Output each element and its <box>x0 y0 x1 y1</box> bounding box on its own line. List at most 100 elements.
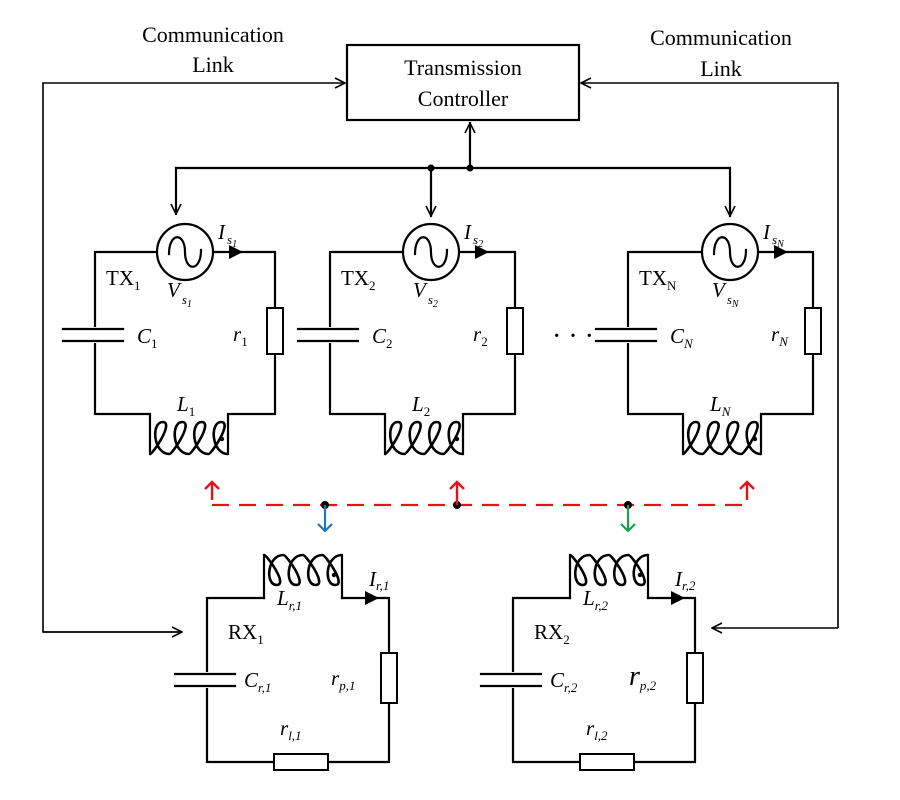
comm-link-right-wire <box>581 83 839 628</box>
capacitor-icon <box>61 327 125 343</box>
magnetic-coupling <box>204 480 755 533</box>
tx-wire-right <box>457 250 517 456</box>
resistor-label: r1 <box>233 322 248 349</box>
coupling-arrow-txn <box>739 480 755 500</box>
current-arrow-icon <box>365 591 379 605</box>
inductor-coil-icon <box>682 420 762 456</box>
rx-circuit-1: RX1 Lr,1 Ir,1Cr,1 rp,1 rl,1 <box>173 553 398 771</box>
sine-wave-icon <box>413 236 449 268</box>
receiver-load-label: rp,2 <box>629 661 657 693</box>
inductor-coil-icon <box>149 420 229 456</box>
tx-wire-left <box>626 250 704 456</box>
polarity-dot <box>454 436 460 442</box>
tx-name-label: TX2 <box>341 266 376 293</box>
capacitor-label: C2 <box>372 324 393 351</box>
inductor-label: L2 <box>411 392 430 419</box>
capacitor-gap <box>205 672 209 688</box>
receiver-inductor-label: Lr,1 <box>276 586 302 613</box>
rx-name-label: RX2 <box>534 620 570 647</box>
receiver-coil-icon <box>263 553 343 587</box>
current-arrow-icon <box>475 245 489 259</box>
comm-link-left-line1: Communication <box>142 22 284 47</box>
receiver-capacitor-label: Cr,2 <box>550 668 578 695</box>
load-resistor-icon <box>380 652 398 704</box>
capacitor-gap <box>511 672 515 688</box>
sine-wave-icon <box>167 236 203 268</box>
capacitor-icon <box>594 327 658 343</box>
current-arrow-icon <box>774 245 788 259</box>
current-arrow-icon <box>671 591 685 605</box>
receiver-circuits: RX1 Lr,1 Ir,1Cr,1 rp,1 rl,1 RX2 Lr,2 Ir,2Cr,2 rp… <box>173 553 704 771</box>
sine-wave-icon <box>712 236 748 268</box>
receiver-inductor-label: Lr,2 <box>582 586 609 613</box>
capacitor-icon <box>479 672 543 688</box>
resistor-icon <box>804 307 822 355</box>
bus-junction <box>466 164 474 172</box>
tx-name-label: TXN <box>639 266 677 293</box>
rx-circuit-2: RX2 Lr,2 Ir,2Cr,2 rp,2 rl,2 <box>479 553 704 771</box>
receiver-loss-label: rl,1 <box>280 716 302 743</box>
receiver-current-label: Ir,2 <box>674 567 696 593</box>
controller-bus <box>176 121 730 218</box>
comm-link-right-line1: Communication <box>650 25 792 50</box>
receiver-capacitor-label: Cr,1 <box>244 668 271 695</box>
inductor-label: LN <box>709 392 732 419</box>
polarity-dot <box>331 572 337 578</box>
controller-box <box>345 43 581 122</box>
capacitor-label: CN <box>670 324 694 351</box>
tx-wire-right <box>211 250 277 456</box>
comm-link-left-line2: Link <box>192 52 234 77</box>
comm-link-left-label: Communication Link <box>142 22 284 77</box>
resistor-label: r2 <box>473 322 488 349</box>
polarity-dot <box>219 436 225 442</box>
receiver-loss-label: rl,2 <box>586 716 608 743</box>
rx-coil-leads <box>568 553 650 600</box>
coupling-arrow-tx1 <box>204 480 220 500</box>
capacitor-icon <box>173 672 237 688</box>
capacitor-label: C1 <box>137 324 158 351</box>
loss-resistor-icon <box>579 753 635 771</box>
coupling-arrow-tx2 <box>449 480 465 505</box>
tx-wire-right <box>756 250 815 456</box>
rx-coil-leads <box>262 553 344 600</box>
comm-link-left-wire <box>42 83 345 633</box>
inductor-coil-icon <box>384 420 464 456</box>
receiver-coil-icon <box>569 553 649 587</box>
controller-line1: Transmission <box>404 55 522 80</box>
current-arrow-icon <box>229 245 243 259</box>
controller-line2: Controller <box>418 86 509 111</box>
tx-wire-left <box>93 250 159 456</box>
polarity-dot <box>752 436 758 442</box>
receiver-current-label: Ir,1 <box>368 567 389 593</box>
transmission-controller: Transmission Controller <box>345 43 581 122</box>
coupling-arrow-rx2 <box>620 505 636 533</box>
resistor-icon <box>506 307 524 355</box>
resistor-icon <box>266 307 284 355</box>
capacitor-gap <box>93 327 97 343</box>
load-resistor-icon <box>686 652 704 704</box>
rx-name-label: RX1 <box>228 620 264 647</box>
comm-link-right-line2: Link <box>700 56 742 81</box>
receiver-load-label: rp,1 <box>331 666 355 693</box>
capacitor-gap <box>626 327 630 343</box>
ellipsis-more-transmitters: · · · <box>552 321 594 352</box>
comm-link-right-label: Communication Link <box>650 25 792 81</box>
tx-name-label: TX1 <box>106 266 141 293</box>
polarity-dot <box>637 572 643 578</box>
tx-wire-left <box>328 250 405 456</box>
capacitor-icon <box>296 327 360 343</box>
capacitor-gap <box>328 327 332 343</box>
resistor-label: rN <box>771 322 789 349</box>
coupling-arrow-rx1 <box>317 505 333 533</box>
